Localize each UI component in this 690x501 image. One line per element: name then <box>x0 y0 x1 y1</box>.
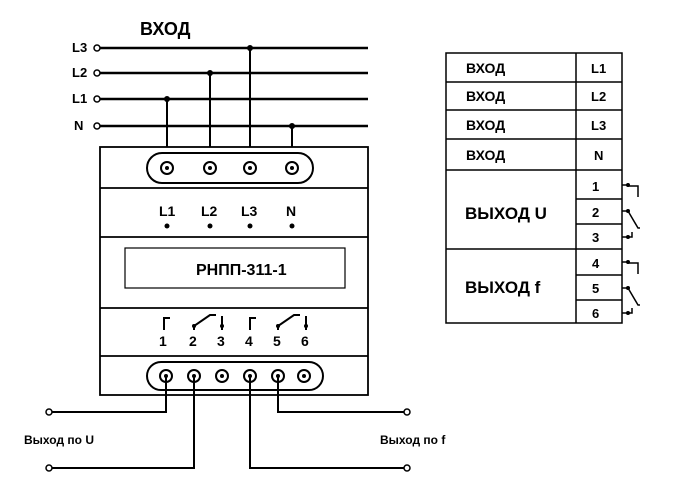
device-label-n: N <box>286 203 296 219</box>
table-contact-3: 3 <box>592 230 599 245</box>
table-contact-2: 2 <box>592 205 599 220</box>
table-contact-1: 1 <box>592 179 599 194</box>
table-input-label-3: ВХОД <box>466 117 505 133</box>
line-l2-terminal <box>93 69 101 77</box>
device-label-l1: L1 <box>159 203 176 219</box>
table-input-value-1: L1 <box>591 61 606 76</box>
device-model: РНПП-311-1 <box>196 262 287 279</box>
line-l2-label: L2 <box>72 65 87 80</box>
device-label-dots <box>164 223 295 229</box>
table-input-label-4: ВХОД <box>466 147 505 163</box>
relay-num-5: 5 <box>273 333 281 349</box>
table-output-u-label: ВЫХОД U <box>465 204 547 223</box>
input-title: ВХОД <box>140 19 191 39</box>
relay-num-6: 6 <box>301 333 309 349</box>
relay-num-2: 2 <box>189 333 197 349</box>
output-terminals <box>45 408 411 472</box>
output-u-wire-a <box>52 376 167 413</box>
table-input-value-3: L3 <box>591 118 606 133</box>
line-n-label: N <box>74 118 83 133</box>
table-output-f-label: ВЫХОД f <box>465 278 541 297</box>
device-label-l3: L3 <box>241 203 258 219</box>
table-input-value-4: N <box>594 148 603 163</box>
top-terminals <box>160 161 299 175</box>
output-f-wire-b <box>249 376 404 469</box>
table-input-label-1: ВХОД <box>466 60 505 76</box>
pinout-table <box>445 52 623 324</box>
line-l3-terminal <box>93 44 101 52</box>
input-lines <box>100 46 368 128</box>
table-input-label-2: ВХОД <box>466 88 505 104</box>
output-f-label: Выход по f <box>380 433 446 447</box>
input-line-terminals <box>93 44 101 130</box>
line-l1-terminal <box>93 95 101 103</box>
output-wires <box>52 376 404 469</box>
output-u-label: Выход по U <box>24 433 94 447</box>
top-terminal-block <box>146 152 314 184</box>
output-u-wire-b <box>52 376 195 469</box>
output-f-wire-a <box>277 376 404 413</box>
input-junctions <box>164 45 295 129</box>
device-display <box>124 247 346 289</box>
table-contact-4: 4 <box>592 256 600 271</box>
table-input-value-2: L2 <box>591 89 606 104</box>
device-label-l2: L2 <box>201 203 218 219</box>
table-contact-symbols <box>622 184 640 314</box>
relay-num-4: 4 <box>245 333 253 349</box>
table-contact-6: 6 <box>592 306 599 321</box>
bottom-terminal-block <box>146 361 324 391</box>
line-l3-label: L3 <box>72 40 87 55</box>
table-contact-5: 5 <box>592 281 599 296</box>
line-n-terminal <box>93 122 101 130</box>
relay-num-1: 1 <box>159 333 167 349</box>
line-l1-label: L1 <box>72 91 87 106</box>
relay-num-3: 3 <box>217 333 225 349</box>
